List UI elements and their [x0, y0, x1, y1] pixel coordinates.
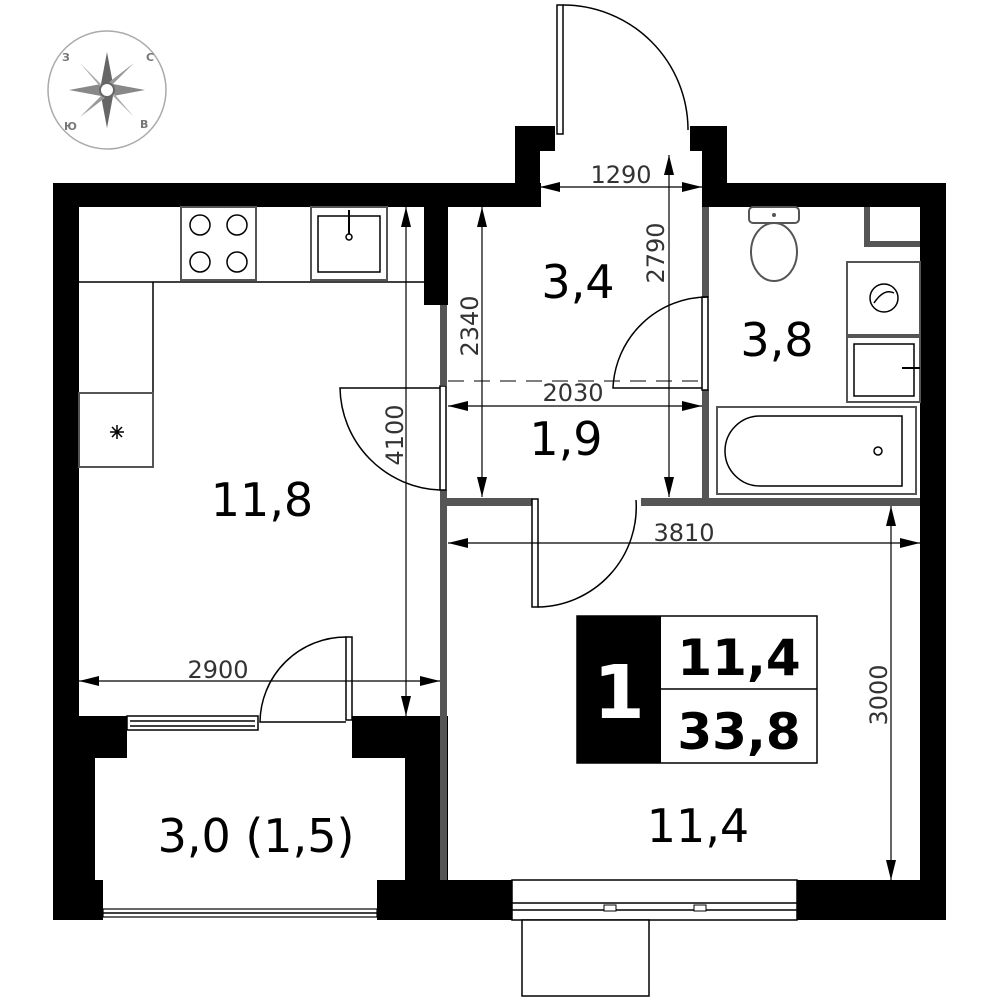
exterior-planter — [521, 919, 650, 997]
compass: С З Ю В — [47, 30, 167, 150]
compass-east-letter: В — [140, 118, 148, 131]
dim-hall-height: 2340 — [456, 295, 484, 356]
balcony-window — [102, 908, 378, 918]
kitchen-area-label: 11,8 — [211, 473, 313, 527]
dim-kitchen-width: 2900 — [187, 656, 248, 684]
bathroom-door — [612, 296, 709, 391]
compass-rose-icon — [69, 52, 145, 128]
compass-south-letter: Ю — [64, 120, 77, 133]
compass-north-letter: С — [146, 51, 154, 64]
living-area-label: 11,4 — [647, 799, 749, 853]
dim-corridor-width: 2030 — [542, 379, 603, 407]
bathtub-icon — [716, 406, 917, 495]
partitions — [440, 207, 920, 880]
rooms-count: 1 — [593, 650, 645, 736]
summary-box: 1 11,4 33,8 — [576, 615, 818, 764]
bathroom-area-label: 3,8 — [740, 313, 813, 367]
summary-total-area: 33,8 — [677, 703, 800, 761]
dim-living-width: 3810 — [653, 519, 714, 547]
summary-living-area: 11,4 — [677, 629, 800, 687]
living-window — [511, 879, 798, 921]
balcony-area-label: 3,0 (1,5) — [158, 809, 355, 863]
dim-living-depth: 3000 — [865, 664, 893, 725]
dim-hall-depth: 2790 — [642, 222, 670, 283]
hall-area-label: 3,4 — [541, 255, 614, 309]
toilet-icon — [748, 206, 800, 282]
compass-west-letter: З — [62, 51, 70, 64]
dim-hall-width: 1290 — [590, 161, 651, 189]
entrance-door — [556, 4, 689, 135]
bathroom-sink-icon — [846, 336, 921, 403]
dimension-lines — [79, 155, 920, 880]
kitchen-window — [126, 715, 259, 731]
dim-kitchen-length: 4100 — [381, 404, 409, 465]
kitchen-sink-icon — [310, 206, 388, 281]
stove-icon — [180, 206, 257, 281]
kitchen-door — [339, 385, 447, 491]
walls — [53, 126, 946, 920]
balcony-door — [259, 636, 353, 723]
living-door — [531, 498, 637, 608]
corridor-area-label: 1,9 — [529, 412, 602, 466]
fridge-icon — [78, 392, 154, 468]
washing-machine-icon — [846, 261, 921, 336]
